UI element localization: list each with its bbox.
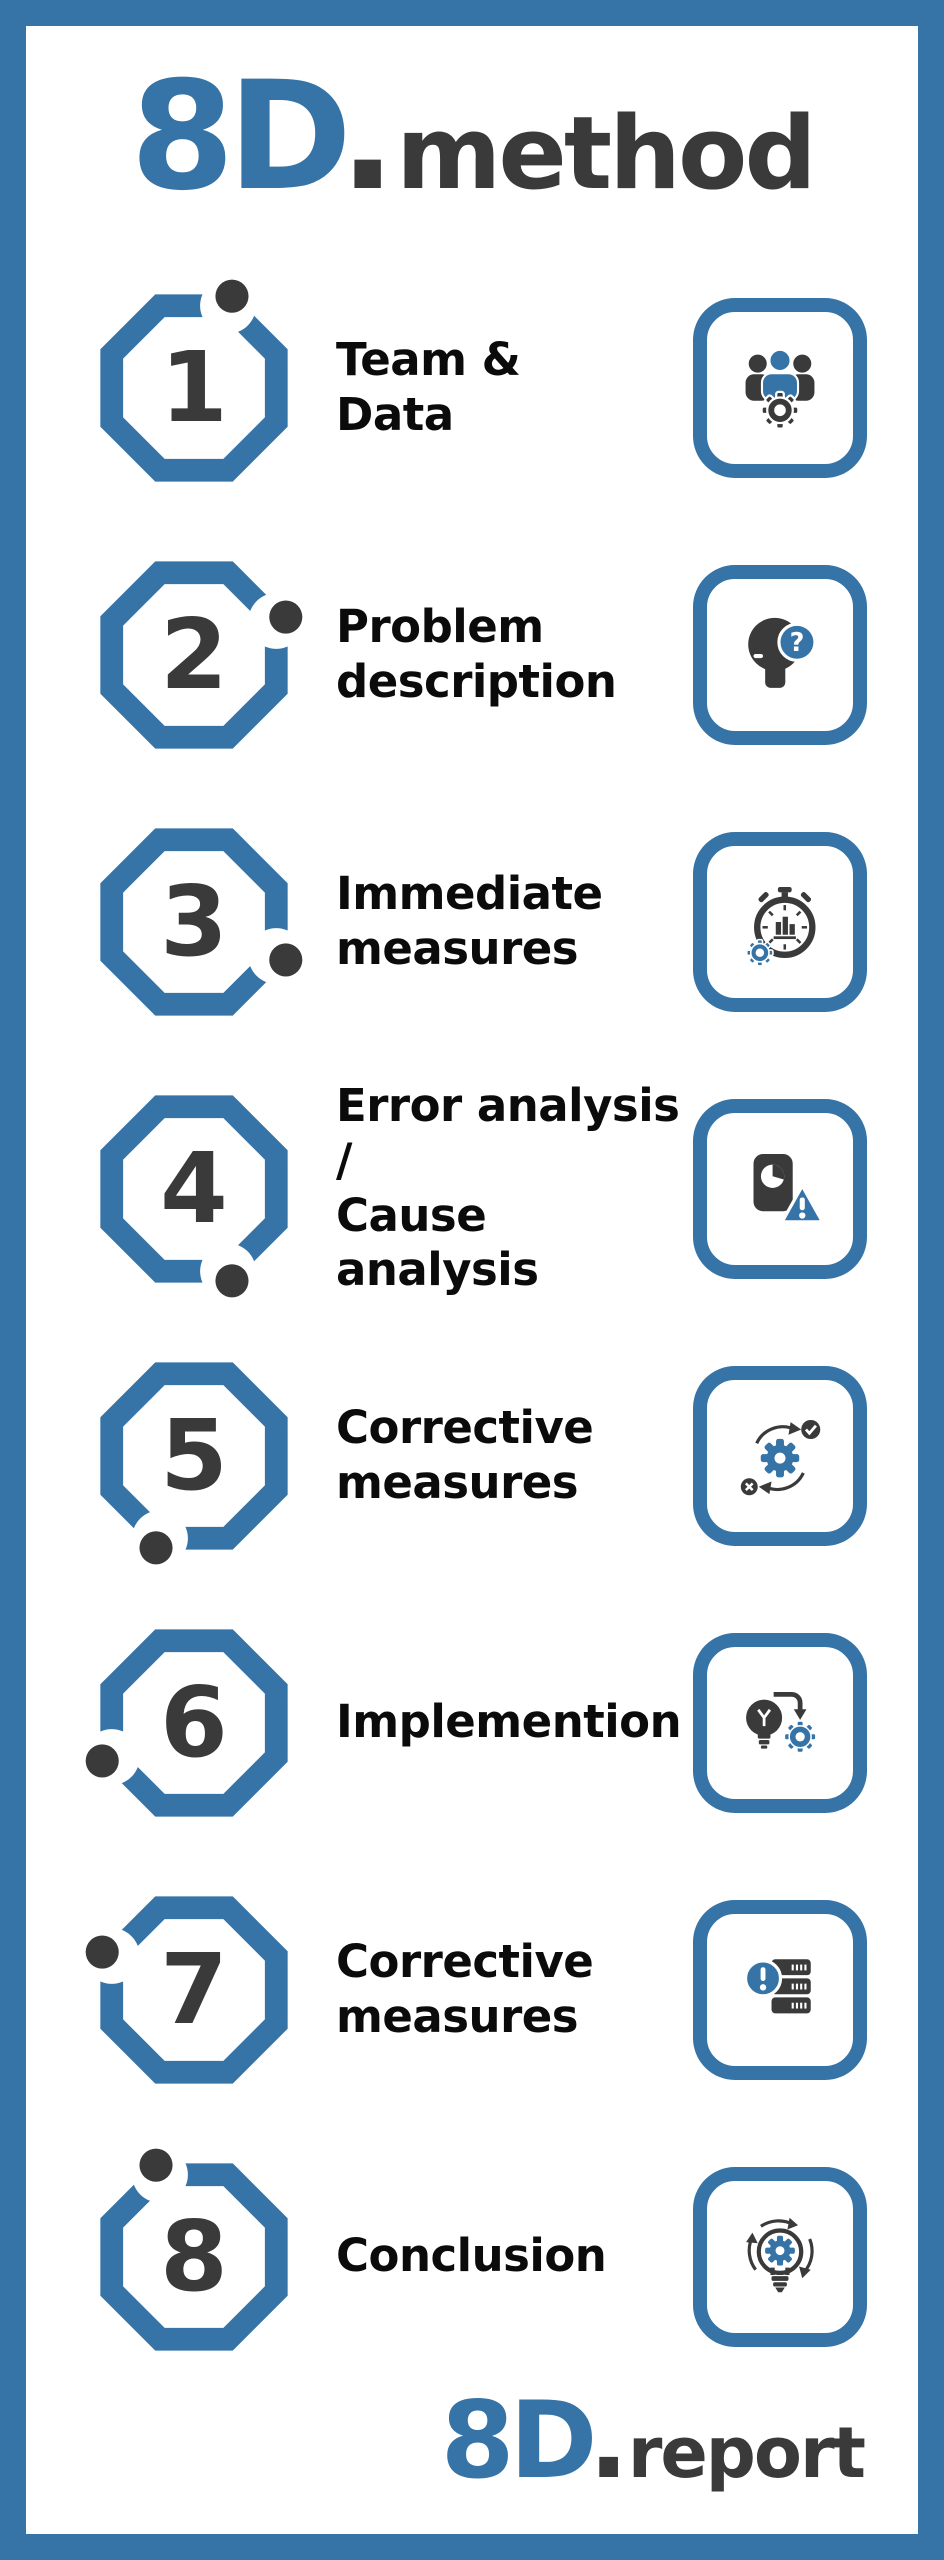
step-label-line: measures <box>336 1455 579 1509</box>
step-progress-dot <box>215 1263 249 1297</box>
step-label-line: Implemention <box>336 1695 682 1749</box>
step-icon-box <box>693 1098 867 1279</box>
step-progress-dot <box>85 1743 119 1778</box>
step-label-line: measures <box>336 1989 579 2043</box>
step-icon-box <box>693 2166 867 2347</box>
footer-logo-word: report <box>627 2412 866 2494</box>
step-number-badge: 6 <box>75 1604 313 1842</box>
step-label-line: Corrective <box>336 1934 594 1988</box>
step-label-line: Conclusion <box>336 2229 607 2283</box>
step-progress-dot <box>215 279 249 313</box>
team-gear-icon <box>727 335 833 441</box>
stopwatch-gear-icon <box>727 869 833 975</box>
step-label-line: measures <box>336 921 579 975</box>
app-logo: 8D.method <box>130 62 817 212</box>
bulb-gear-cycle-icon <box>727 2204 833 2310</box>
logo-dot: . <box>339 50 396 224</box>
footer-logo-dot: . <box>588 2379 629 2502</box>
footer-logo: 8D.report <box>441 2388 866 2494</box>
step-label-line: Problem <box>336 599 544 653</box>
step-progress-dot <box>139 2148 173 2182</box>
step-label-line: Corrective <box>336 1400 594 1454</box>
step-icon-box <box>693 831 867 1012</box>
step-number: 6 <box>160 1666 228 1779</box>
step-number-badge: 3 <box>75 803 313 1041</box>
step-row: 4 Error analysis /Cause analysis <box>52 1055 892 1322</box>
step-number-badge: 1 <box>75 269 313 507</box>
step-label-line: Data <box>336 387 454 441</box>
footer-logo-8d-text: 8D <box>440 2379 598 2502</box>
gear-sync-check-icon <box>727 1403 833 1509</box>
step-label: Error analysis /Cause analysis <box>336 1079 693 1299</box>
step-label-line: Cause analysis <box>336 1188 539 1297</box>
octagon-step-marker: 1 <box>100 277 288 482</box>
step-row: 1 Team &Data <box>52 254 892 521</box>
octagon-step-marker: 4 <box>100 1094 288 1299</box>
step-number: 8 <box>160 2200 228 2313</box>
step-icon-box <box>693 297 867 478</box>
octagon-step-marker: 5 <box>100 1361 288 1566</box>
octagon-step-marker: 6 <box>83 1628 288 1817</box>
step-label-line: description <box>336 654 617 708</box>
step-number: 5 <box>160 1399 228 1512</box>
head-question-icon <box>727 602 833 708</box>
octagon-step-marker: 8 <box>100 2146 288 2351</box>
step-icon-box <box>693 564 867 745</box>
logo-word: method <box>396 94 817 212</box>
step-number: 2 <box>160 598 228 711</box>
step-icon-box <box>693 1899 867 2080</box>
step-icon-box <box>693 1365 867 1546</box>
step-label-line: Immediate <box>336 866 603 920</box>
step-number: 7 <box>160 1933 228 2046</box>
step-number-badge: 5 <box>75 1337 313 1575</box>
idea-to-gear-icon <box>727 1670 833 1776</box>
step-number-badge: 8 <box>75 2138 313 2376</box>
step-icon-box <box>693 1632 867 1813</box>
step-number-badge: 2 <box>75 536 313 774</box>
logo-8d-text: 8D <box>130 50 352 224</box>
step-number-badge: 4 <box>75 1070 313 1308</box>
server-alert-icon <box>727 1937 833 2043</box>
step-label-line: Team & <box>336 332 521 386</box>
step-number: 4 <box>160 1132 228 1245</box>
octagon-step-marker: 7 <box>83 1895 288 2084</box>
step-progress-dot <box>85 1934 119 1969</box>
step-number: 1 <box>160 331 228 444</box>
step-label: Implemention <box>336 1695 682 1750</box>
step-progress-dot <box>269 942 303 977</box>
step-row: 8 Conclusion <box>52 2123 892 2390</box>
step-label: Team &Data <box>336 332 521 443</box>
step-label: Conclusion <box>336 2229 607 2284</box>
step-progress-dot <box>139 1530 173 1564</box>
step-row: 6 Implemention <box>52 1589 892 1856</box>
pie-document-alert-icon <box>727 1136 833 1242</box>
octagon-step-marker: 2 <box>100 560 305 749</box>
header: 8D.method <box>26 26 918 222</box>
step-label-line: Error analysis / <box>336 1078 680 1187</box>
step-number-badge: 7 <box>75 1871 313 2109</box>
octagon-step-marker: 3 <box>100 827 305 1016</box>
step-number: 3 <box>160 865 228 978</box>
step-progress-dot <box>269 599 303 634</box>
